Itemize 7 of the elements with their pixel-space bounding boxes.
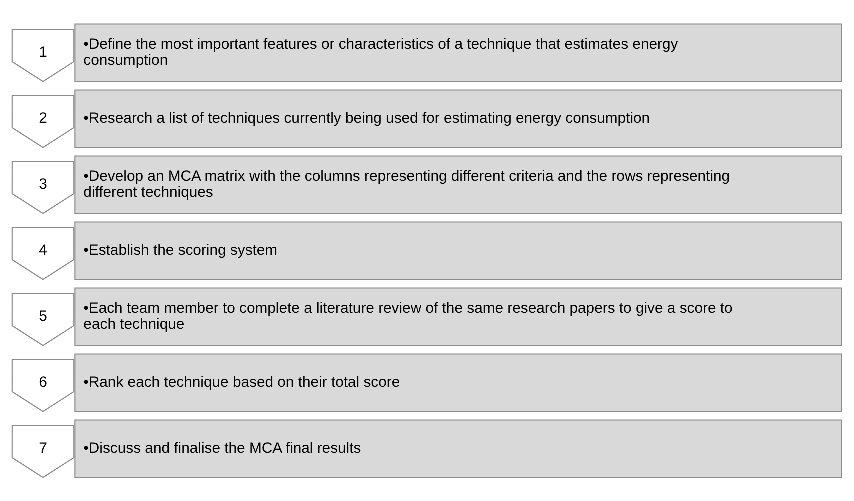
node-box: •Rank each technique based on their total score — [74, 353, 842, 412]
node-box: •Research a list of techniques currently being used for estimating energy consumption — [74, 89, 842, 148]
node-box: •Discuss and finalise the MCA final results — [74, 419, 842, 478]
node-box: •Develop an MCA matrix with the columns representing different criteria and the rows representing different techniques — [74, 155, 842, 214]
node-box: •Define the most important features or characteristics of a technique that estimates energy consumption — [74, 23, 842, 82]
node-box: •Establish the scoring system — [74, 221, 842, 280]
node-box: •Each team member to complete a literature review of the same research papers to give a score to each technique — [74, 287, 842, 346]
